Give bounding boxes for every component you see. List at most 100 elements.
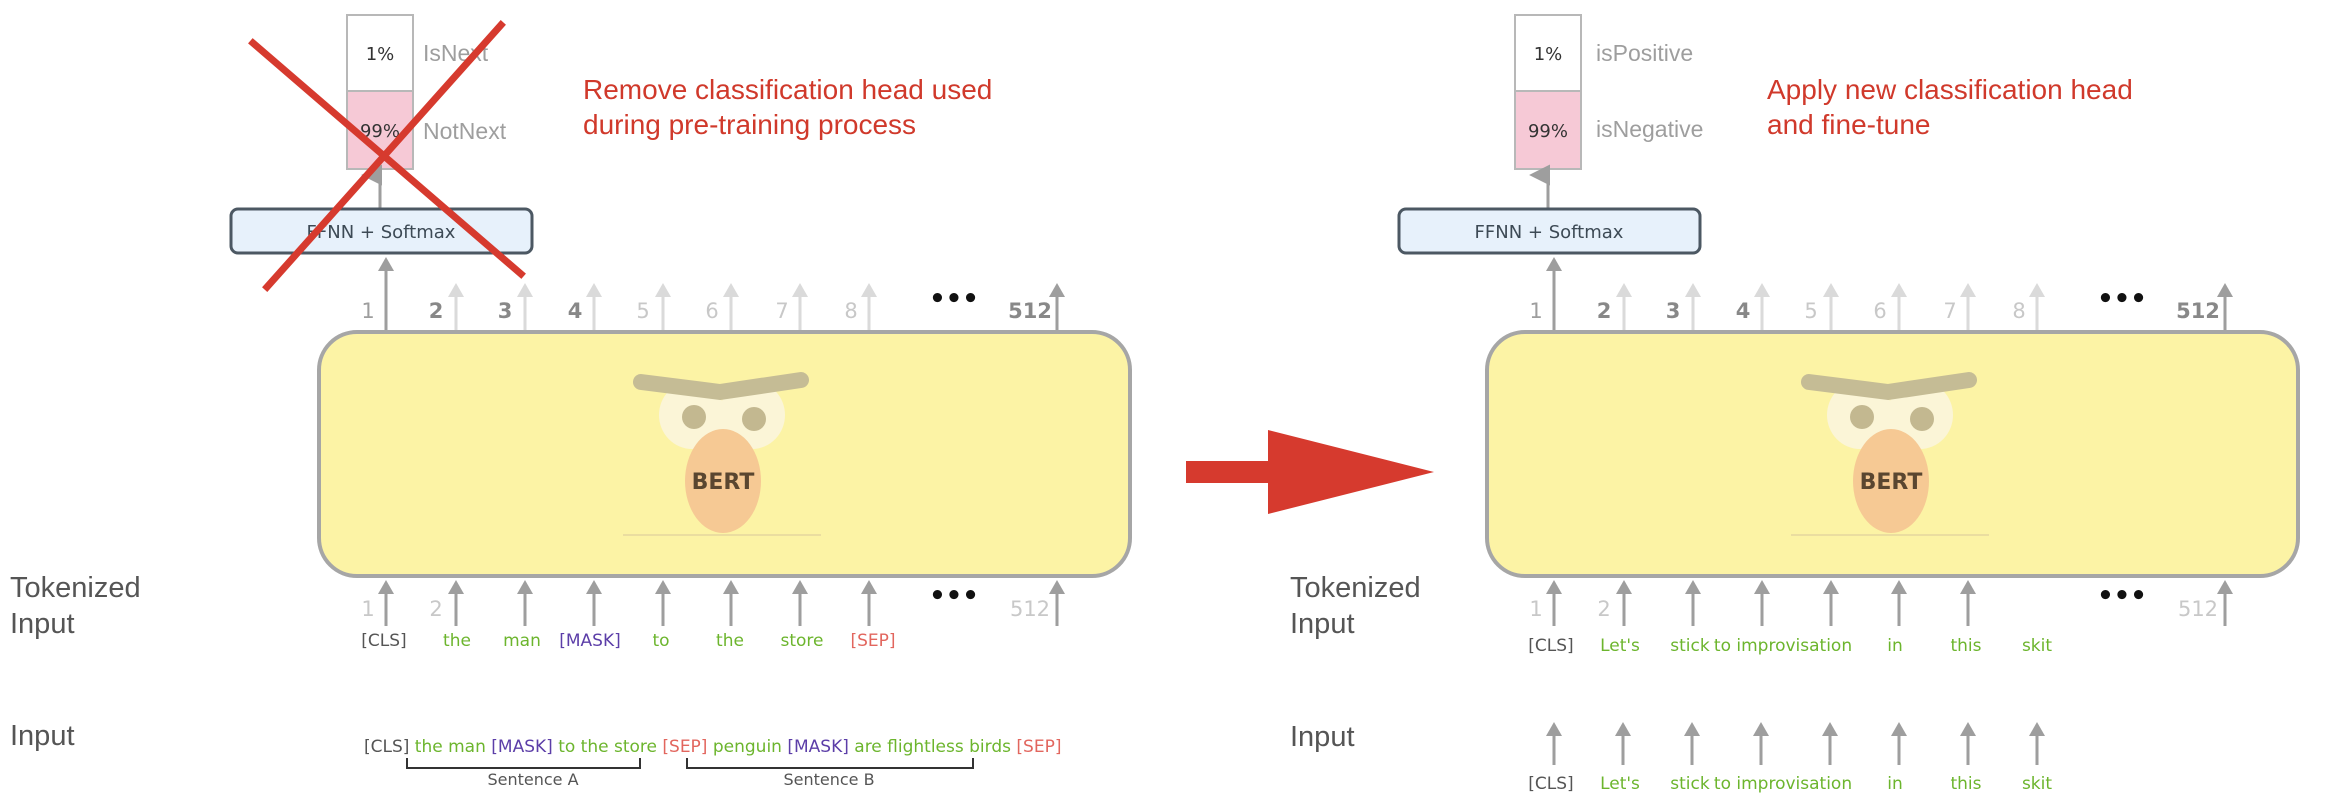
right-raw-token-5: in	[1887, 774, 1903, 794]
right-prob-bottom: 99%	[1528, 121, 1568, 142]
right-tokenized-label-line2: Input	[1290, 608, 1355, 640]
right-bert-eye-left	[1850, 405, 1874, 429]
right-input-position-512: 512	[2178, 597, 2218, 621]
left-ffnn-label: FFNN + Softmax	[307, 222, 456, 243]
right-note-line1: Apply new classification head	[1767, 74, 2133, 105]
right-output-position-8: 8	[2012, 299, 2025, 323]
right-raw-token-2: Let's	[1600, 774, 1640, 794]
right-raw-token-6: this	[1950, 774, 1981, 794]
left-input-position-2: 2	[429, 597, 442, 621]
left-input-segment-4: to the store	[553, 737, 663, 757]
right-output-ellipsis: •••	[2097, 284, 2147, 314]
right-output-arrow-2-head	[1616, 283, 1632, 297]
left-sentence-braces: Sentence A Sentence B	[406, 758, 974, 789]
right-bert-eyebrow	[1801, 372, 1977, 400]
right-output-arrow-3-head	[1685, 283, 1701, 297]
left-token-6: the	[716, 631, 744, 651]
left-prob-bottom: 99%	[360, 121, 400, 142]
left-input-segment-5: [SEP]	[662, 737, 707, 757]
left-note-line2: during pre-training process	[583, 109, 916, 140]
left-output-arrow-3-head	[517, 283, 533, 297]
left-input-position-1: 1	[361, 597, 374, 621]
left-output-position-2: 2	[429, 299, 444, 323]
right-output-position-512: 512	[2176, 299, 2220, 323]
right-token-2: Let's	[1600, 636, 1640, 656]
right-output-arrow-1-head	[1546, 257, 1562, 271]
right-class-label-bottom: isNegative	[1596, 116, 1703, 142]
left-input-arrow-5-head	[655, 580, 671, 594]
left-input-segment-2: the man	[409, 737, 491, 757]
left-input-position-512: 512	[1010, 597, 1050, 621]
left-output-position-5: 5	[636, 299, 649, 323]
left-prob-top: 1%	[366, 44, 395, 65]
right-prob-cell-bottom	[1514, 90, 1582, 170]
left-output-arrow-8-head	[861, 283, 877, 297]
right-raw-input-arrow-6-head	[1891, 722, 1907, 736]
right-token-1: [CLS]	[1528, 636, 1573, 656]
left-output-arrow-5-head	[655, 283, 671, 297]
left-sentence-b-label: Sentence B	[783, 770, 874, 789]
right-output-arrow-6-head	[1891, 283, 1907, 297]
left-bert-nose	[685, 429, 761, 533]
right-token-3: stick	[1670, 636, 1710, 656]
right-output-position-1: 1	[1529, 299, 1542, 323]
right-raw-input-arrow-5-head	[1822, 722, 1838, 736]
right-output-arrow-5-head	[1823, 283, 1839, 297]
left-token-4: [MASK]	[559, 631, 621, 651]
left-panel-pretraining: 1% 99% IsNext NotNext FFNN + Softmax Rem…	[10, 14, 1132, 789]
left-bert-model: BERT	[317, 330, 1132, 578]
right-input-arrow-3-head	[1685, 580, 1701, 594]
right-raw-token-3: stick	[1670, 774, 1710, 794]
right-raw-input-arrow-3-head	[1684, 722, 1700, 736]
right-output-position-4: 4	[1736, 299, 1751, 323]
right-input-position-1: 1	[1529, 597, 1542, 621]
right-prob-top: 1%	[1534, 44, 1563, 65]
right-raw-token-1: [CLS]	[1528, 774, 1573, 794]
right-output-arrow-512-head	[2217, 283, 2233, 297]
right-panel-finetuning: 1% 99% isPositive isNegative FFNN + Soft…	[1290, 14, 2300, 794]
right-token-6: this	[1950, 636, 1981, 656]
right-ffnn-label: FFNN + Softmax	[1475, 222, 1624, 243]
right-bert-model: BERT	[1485, 330, 2300, 578]
right-note-line2: and fine-tune	[1767, 109, 1930, 140]
left-token-7: store	[781, 631, 824, 651]
left-input-segment-1: [CLS]	[364, 737, 409, 757]
left-tokenized-label-line2: Input	[10, 608, 75, 640]
left-input-arrow-7-head	[792, 580, 808, 594]
right-tokenized-label-line1: Tokenized	[1290, 572, 1421, 604]
left-token-8: [SEP]	[850, 631, 895, 651]
left-classification-head: 1% 99% IsNext NotNext FFNN + Softmax	[229, 14, 534, 255]
left-prob-cell-top	[346, 14, 414, 92]
right-token-4: to improvisation	[1714, 636, 1852, 656]
left-bert-eye-right	[742, 407, 766, 431]
left-output-arrow-6-head	[723, 283, 739, 297]
left-output-arrow-512-head	[1049, 283, 1065, 297]
right-input-label: Input	[1290, 721, 1355, 753]
right-prob-cell-top	[1514, 14, 1582, 92]
left-input-arrows: 1 2 512 •••	[361, 580, 1065, 626]
left-input-arrow-2-head	[448, 580, 464, 594]
left-bert-eyebrow	[633, 372, 809, 400]
left-output-position-7: 7	[775, 299, 788, 323]
right-input-ellipsis: •••	[2097, 581, 2147, 611]
right-raw-input-arrow-4-head	[1753, 722, 1769, 736]
left-input-sentence: [CLS] the man [MASK] to the store [SEP] …	[364, 737, 1061, 757]
left-token-1: [CLS]	[361, 631, 406, 651]
left-input-arrow-3-head	[517, 580, 533, 594]
left-input-ellipsis: •••	[929, 581, 979, 611]
right-output-position-7: 7	[1943, 299, 1956, 323]
left-token-3: man	[503, 631, 541, 651]
left-class-label-bottom: NotNext	[423, 118, 507, 144]
right-raw-input-arrows	[1546, 722, 2045, 765]
left-bert-eye-left	[682, 405, 706, 429]
left-input-arrow-6-head	[723, 580, 739, 594]
left-input-label: Input	[10, 720, 75, 752]
left-output-arrow-4-head	[586, 283, 602, 297]
right-input-arrow-5-head	[1823, 580, 1839, 594]
right-bert-label: BERT	[1860, 470, 1923, 495]
transition-arrow	[1186, 430, 1434, 514]
right-input-position-2: 2	[1597, 597, 1610, 621]
